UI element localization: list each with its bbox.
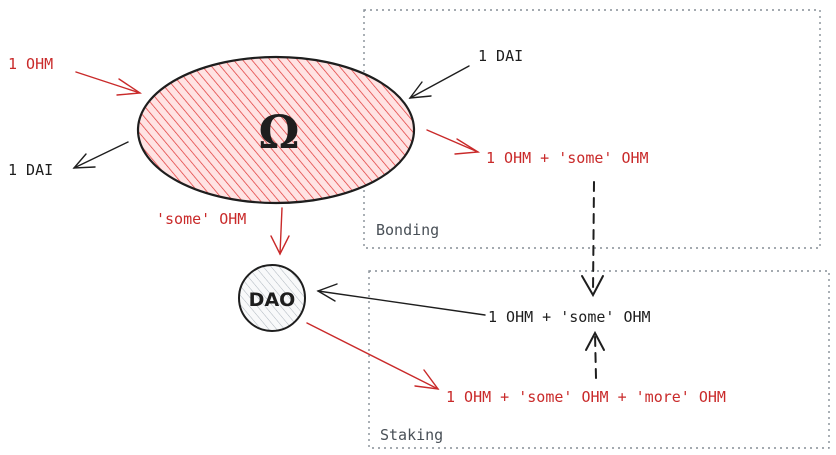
- dao-label: DAO: [249, 289, 296, 311]
- dai-out-arrow: [72, 141, 129, 169]
- dai-in-arrow: [408, 65, 470, 99]
- ohm-in-label: 1 OHM: [8, 55, 53, 73]
- staking-region: [368, 270, 830, 449]
- dai-out-label: 1 DAI: [8, 161, 53, 179]
- bond-payout-arrow: [426, 129, 481, 155]
- bonding-region: [363, 9, 821, 249]
- bond-payout-label: 1 OHM + 'some' OHM: [486, 149, 649, 167]
- treasury-symbol: Ω: [259, 105, 300, 159]
- rebase-to-stake-arrow: [585, 330, 605, 379]
- ohm-in-arrow: [75, 71, 143, 96]
- staking-region-label: Staking: [380, 426, 443, 444]
- staked-label: 1 OHM + 'some' OHM: [488, 308, 651, 326]
- dao-share-arrow: [270, 207, 290, 256]
- stake-to-dao-arrow: [316, 283, 486, 316]
- dai-in-label: 1 DAI: [478, 47, 523, 65]
- dao-share-label: 'some' OHM: [156, 210, 246, 228]
- bond-to-stake-arrow: [581, 181, 604, 298]
- bonding-region-label: Bonding: [376, 221, 439, 239]
- dao-node: [238, 264, 306, 332]
- rebased-label: 1 OHM + 'some' OHM + 'more' OHM: [446, 388, 726, 406]
- dao-to-rebase-arrow: [306, 322, 440, 390]
- treasury-node: [136, 55, 416, 205]
